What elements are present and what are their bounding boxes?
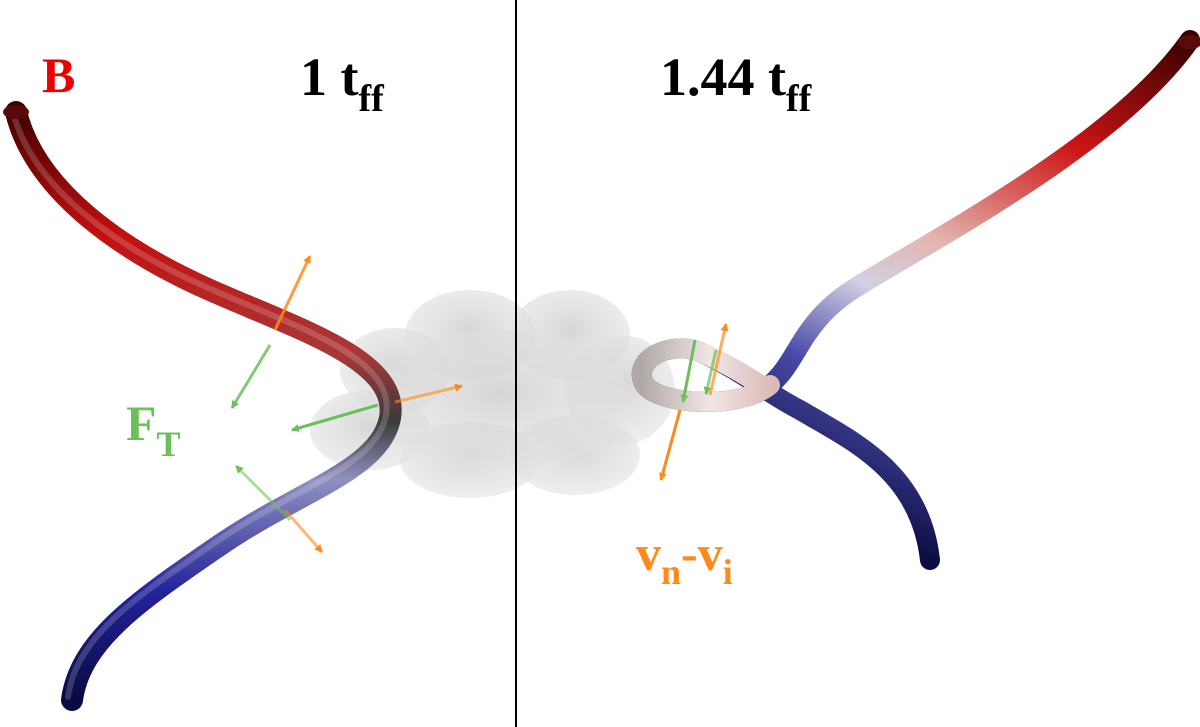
left-time-label: 1 tff [300,47,385,120]
tension-arrows [230,344,379,522]
right-field-line [631,30,1200,570]
tension-arrows-right [680,339,718,403]
tension-label: FT [126,395,181,464]
core-cloud [310,290,675,498]
left-time-subscript: ff [358,78,385,120]
tube-end-cap [1178,35,1200,49]
tension-main: F [126,395,157,451]
left-time-main: 1 t [300,47,359,107]
right-time-label: 1.44 tff [660,47,813,120]
drift-arrows-right [658,323,729,481]
field-label: B [42,47,75,103]
right-time-subscript: ff [786,78,813,120]
tube-end-cap [3,105,29,119]
drift-v-ion: -v [681,525,723,581]
drift-v-neutral: v [636,525,661,581]
drift-subscript-n: n [661,552,681,592]
drift-subscript-i: i [723,552,733,592]
drift-arrows-left [273,255,463,553]
tension-subscript: T [157,424,181,464]
drift-velocity-label: vn-vi [636,525,733,592]
right-time-main: 1.44 t [660,47,786,107]
left-field-line [3,101,402,711]
